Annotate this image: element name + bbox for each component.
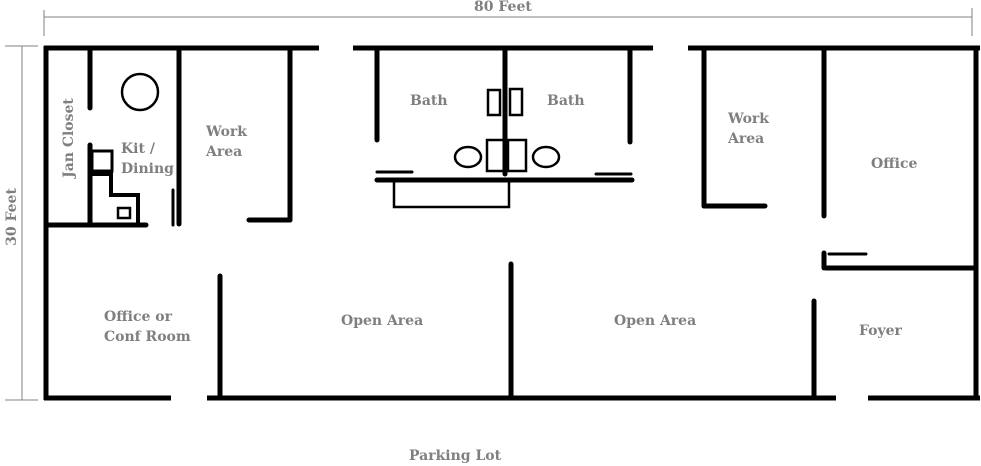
basin-left-icon: [453, 145, 483, 169]
office-conf-line1: Office or: [104, 309, 173, 325]
room-label-open-area-left: Open Area: [341, 313, 424, 329]
vanity-right-icon: [506, 138, 528, 173]
room-label-bath-left: Bath: [410, 93, 448, 109]
work-left-line2: Area: [206, 144, 243, 160]
room-label-jan-closet: Jan Closet: [61, 98, 77, 178]
work-left-line1: Work: [206, 124, 247, 140]
exterior-walls: [43, 45, 980, 401]
room-label-kit-dining: Kit / Dining: [121, 139, 174, 179]
room-label-open-area-right: Open Area: [614, 313, 697, 329]
work-right-line1: Work: [728, 111, 769, 127]
kit-dining-line2: Dining: [121, 161, 174, 177]
office-conf-line2: Conf Room: [104, 329, 191, 345]
sink-icon: [90, 149, 114, 173]
parking-lot-label: Parking Lot: [409, 448, 502, 464]
table-icon: [120, 72, 160, 112]
room-label-work-area-left: Work Area: [206, 122, 247, 162]
room-label-foyer: Foyer: [859, 323, 902, 339]
vanity-left-icon: [485, 138, 507, 173]
fixtures: [90, 72, 561, 225]
toilet-right-icon: [508, 87, 524, 117]
kit-dining-line1: Kit /: [121, 141, 155, 157]
room-label-office-conf: Office or Conf Room: [104, 307, 191, 347]
dimension-lines: [5, 8, 973, 401]
work-right-line2: Area: [728, 131, 765, 147]
counter-outline: [92, 172, 140, 225]
room-label-work-area-right: Work Area: [728, 109, 769, 149]
toilet-left-icon: [486, 88, 502, 117]
width-dimension-label: 80 Feet: [474, 0, 532, 15]
room-label-bath-right: Bath: [547, 93, 585, 109]
room-label-office: Office: [871, 156, 918, 172]
basin-right-icon: [531, 145, 561, 169]
storage-box: [392, 180, 511, 209]
height-dimension-label: 30 Feet: [4, 188, 20, 246]
appliance-icon: [116, 206, 132, 220]
